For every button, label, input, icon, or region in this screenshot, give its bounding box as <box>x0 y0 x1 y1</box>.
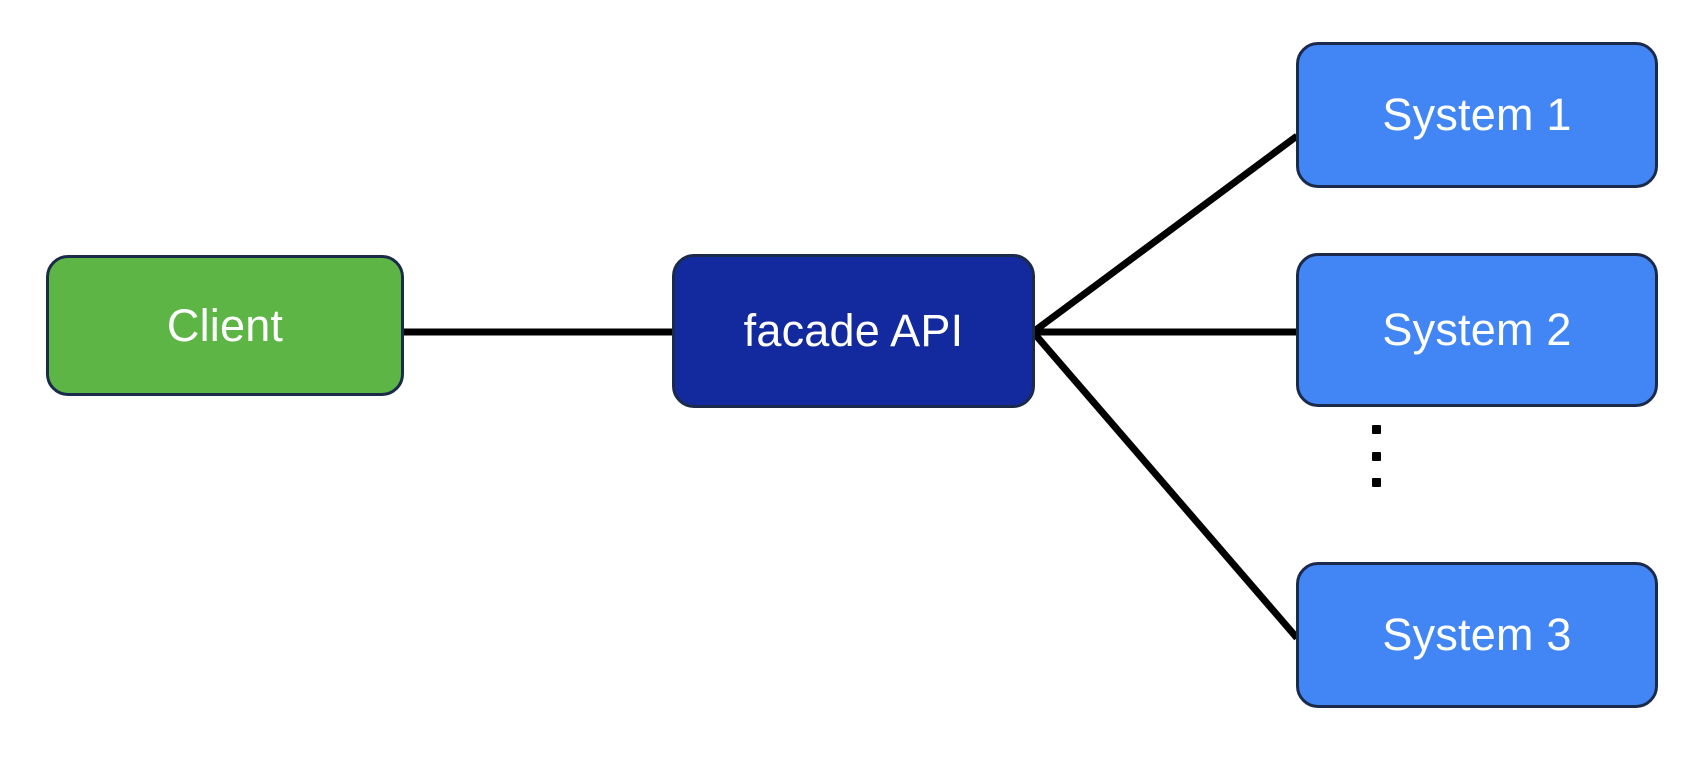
node-system-3-label: System 3 <box>1382 609 1572 660</box>
node-facade-api-label: facade API <box>743 305 964 356</box>
edge-facade-to-system-1 <box>1030 133 1300 335</box>
ellipsis-dot <box>1371 478 1381 487</box>
vertical-ellipsis-icon <box>1368 425 1384 487</box>
node-system-1-label: System 1 <box>1382 89 1572 140</box>
edge-facade-to-system-3 <box>1030 329 1300 641</box>
node-system-3[interactable]: System 3 <box>1296 562 1658 708</box>
node-system-2-label: System 2 <box>1382 304 1572 355</box>
node-facade-api[interactable]: facade API <box>672 254 1035 408</box>
node-system-1[interactable]: System 1 <box>1296 42 1658 188</box>
ellipsis-dot <box>1371 425 1381 434</box>
node-system-2[interactable]: System 2 <box>1296 253 1658 407</box>
ellipsis-dot <box>1371 451 1381 461</box>
node-client[interactable]: Client <box>46 255 404 396</box>
node-client-label: Client <box>166 299 284 351</box>
